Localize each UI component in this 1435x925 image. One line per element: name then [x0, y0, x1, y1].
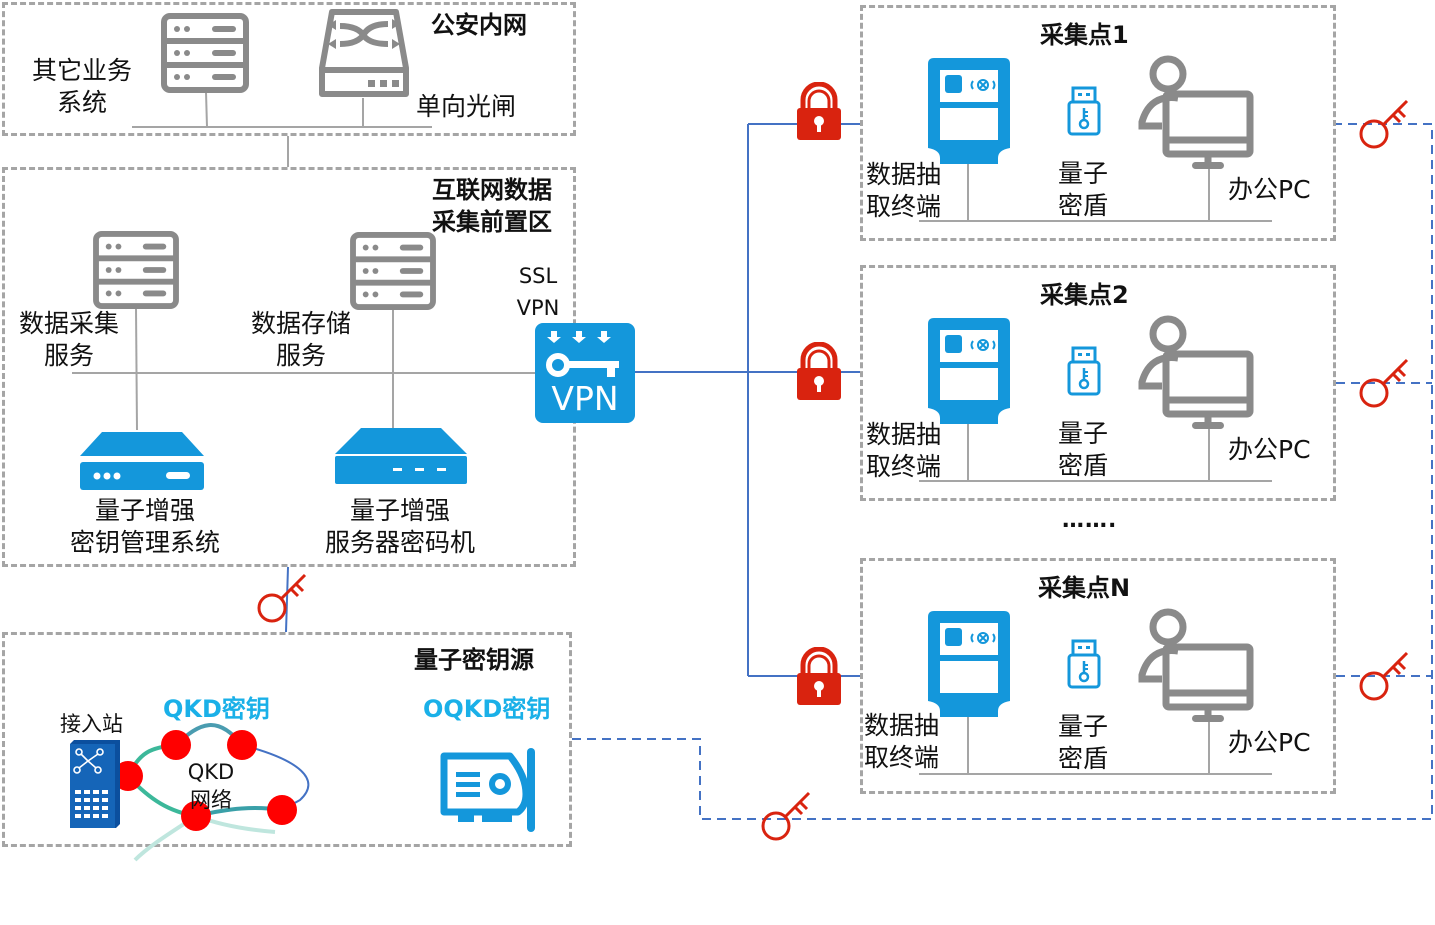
label-kms: 量子增强 密钥管理系统 [69, 496, 220, 557]
label-collect-service: 数据采集 服务 [18, 309, 119, 370]
lock-icon-siten [797, 647, 841, 705]
key-icon-front-to-source [257, 573, 307, 623]
data-terminal-icon [928, 58, 1010, 164]
label-qkd-key: QKD密钥 [163, 695, 270, 723]
lock-icon-site2 [797, 342, 841, 400]
vpn-icon-text: VPN [551, 379, 619, 418]
qkd-nodes [113, 730, 297, 831]
label-oqkd-key: OQKD密钥 [423, 695, 551, 723]
site-title: 采集点2 [1040, 281, 1129, 309]
storage-server-icon [350, 231, 436, 311]
label-qkd-network: QKD 网络 [187, 760, 235, 812]
label-office-pc: 办公PC [1228, 435, 1311, 464]
site-title: 采集点1 [1040, 21, 1129, 49]
zone-site-2 [860, 265, 1336, 501]
label-access-station: 接入站 [60, 712, 123, 736]
office-pc-icon [1138, 608, 1254, 722]
server-icon [161, 13, 249, 93]
label-terminal: 数据抽 取终端 [866, 420, 942, 481]
label-terminal: 数据抽 取终端 [864, 711, 940, 772]
zone-quantum-source [2, 632, 572, 847]
label-quantum-shield: 量子 密盾 [1058, 712, 1109, 773]
key-icon-oqkd [761, 791, 811, 841]
hsm-appliance-icon [335, 428, 467, 484]
label-storage-service: 数据存储 服务 [250, 309, 351, 370]
zone-title-internet-front: 互联网数据 采集前置区 [432, 176, 552, 236]
office-pc-icon [1138, 315, 1254, 429]
key-icon-siten [1359, 651, 1409, 701]
qkd-node [227, 730, 257, 760]
label-quantum-shield: 量子 密盾 [1058, 419, 1109, 480]
zone-site-1 [860, 5, 1336, 241]
zone-title-quantum-source: 量子密钥源 [414, 646, 534, 674]
key-icon-site2 [1359, 358, 1409, 408]
more-sites-ellipsis: ……. [1062, 508, 1118, 533]
quantum-shield-usb-icon [1067, 639, 1101, 689]
qkd-node [113, 761, 143, 791]
office-pc-icon [1138, 55, 1254, 169]
access-station-icon [70, 740, 120, 828]
collect-server-icon [93, 230, 179, 310]
kms-appliance-icon [80, 432, 204, 490]
zone-title-police-intranet: 公安内网 [431, 11, 527, 39]
label-quantum-shield: 量子 密盾 [1058, 159, 1109, 220]
qkd-node [181, 801, 211, 831]
quantum-shield-usb-icon [1067, 86, 1101, 136]
label-hsm: 量子增强 服务器密码机 [324, 496, 475, 557]
qkd-node [161, 730, 191, 760]
optical-gate-icon [319, 9, 409, 97]
site-title: 采集点N [1038, 574, 1131, 602]
zone-site-n [860, 558, 1336, 794]
vpn-key-icon [546, 331, 619, 377]
quantum-shield-usb-icon [1067, 346, 1101, 396]
label-ssl-vpn: SSL VPN [516, 264, 560, 320]
key-icon-site1 [1359, 99, 1409, 149]
label-terminal: 数据抽 取终端 [866, 160, 942, 221]
vpn-gateway[interactable]: VPN [535, 323, 635, 423]
zone-police-intranet [2, 2, 576, 136]
oqkd-card-icon [440, 748, 535, 832]
label-other-systems: 其它业务 系统 [31, 56, 132, 117]
label-office-pc: 办公PC [1228, 728, 1311, 757]
lock-icon-site1 [797, 82, 841, 140]
label-office-pc: 办公PC [1228, 175, 1311, 204]
data-terminal-icon [928, 611, 1010, 717]
qkd-node [267, 795, 297, 825]
label-optical-gate: 单向光闸 [416, 92, 517, 121]
data-terminal-icon [928, 318, 1010, 424]
